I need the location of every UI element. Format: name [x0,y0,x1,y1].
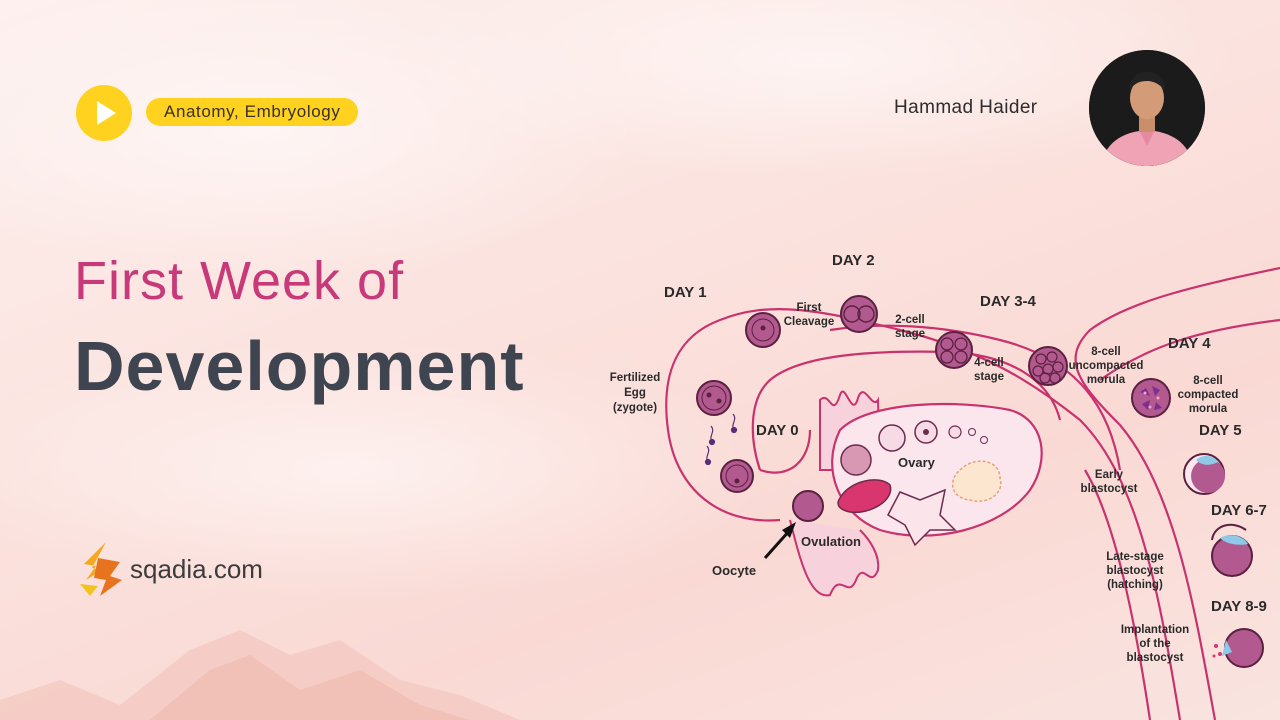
fertilized-egg-label: Egg [624,387,646,399]
day-5-label: DAY 5 [1199,422,1242,439]
compacted-morula-label: morula [1189,403,1228,415]
play-icon [97,101,116,125]
implantation-label: of the [1139,638,1170,650]
first-cleavage-cell [745,312,781,348]
day-0-label: DAY 0 [756,422,799,439]
early-blastocyst-label: blastocyst [1081,483,1138,495]
fimbriae-lower [789,519,880,597]
day-8-9-label: DAY 8-9 [1211,598,1267,615]
follicle-nucleus [923,429,929,435]
first-cleavage-label: First [797,302,822,314]
late-blastocyst-label: Late-stage [1106,551,1164,563]
brand-logo-link[interactable]: sqadia.com [76,540,263,598]
four-cell-label: stage [974,371,1004,383]
background-mountains [0,630,520,720]
late-blastocyst-label: (hatching) [1107,579,1163,591]
person-icon [1089,50,1205,166]
page-title-line-1: First Week of [74,251,405,311]
oocyte-label: Oocyte [712,563,756,578]
two-cell-stage [840,295,878,333]
play-button[interactable] [76,85,132,141]
oocyte-arrow-head [782,522,796,538]
early-blastocyst-label: Early [1095,469,1124,481]
corpus-albicans [887,488,957,547]
uncompacted-morula-label: uncompacted [1069,360,1144,372]
sqadia-logo-icon [80,542,122,596]
first-cleavage-label: Cleavage [784,316,835,328]
compacted-morula [1131,378,1171,418]
oocyte-arrow [763,529,792,559]
follicle-ruptured [951,460,1002,502]
implantation-label: Implantation [1121,624,1189,636]
oocyte-cell [792,490,824,522]
zygote-day-0 [720,459,754,493]
uncompacted-morula [1028,346,1068,386]
day-6-7-label: DAY 6-7 [1211,502,1267,519]
author-avatar [1089,50,1205,166]
implantation-label: blastocyst [1127,652,1184,664]
corpus-luteum [837,479,892,514]
embryo-development-diagram: DAY 1 DAY 2 DAY 3-4 DAY 4 DAY 5 DAY 6-7 … [610,252,1280,720]
ovulation-label: Ovulation [801,534,861,549]
page-title-line-2: Development [74,327,525,405]
late-blastocyst-label: blastocyst [1107,565,1164,577]
day-4-label: DAY 4 [1168,335,1211,352]
four-cell-label: 4-cell [974,357,1003,369]
implanted-blastocyst [1212,628,1264,668]
author-name: Hammad Haider [894,97,1038,118]
fertilized-egg-label: Fertilized [610,372,660,384]
compacted-morula-label: 8-cell [1193,375,1222,387]
brand-name: sqadia.com [130,553,263,584]
two-cell-label: stage [895,328,925,340]
day-3-4-label: DAY 3-4 [980,293,1037,310]
early-blastocyst [1183,453,1225,495]
follicle [948,425,962,439]
four-cell-stage [935,331,973,369]
fertilized-egg-cell [696,380,732,416]
compacted-morula-label: compacted [1178,389,1239,401]
day-2-label: DAY 2 [832,252,875,269]
follicle [878,424,906,452]
follicle [980,436,988,444]
late-stage-blastocyst [1211,523,1253,577]
uncompacted-morula-label: 8-cell [1091,346,1120,358]
day-1-label: DAY 1 [664,284,707,301]
follicle [968,428,976,436]
uncompacted-morula-label: morula [1087,374,1126,386]
follicle [840,444,872,476]
sperm-cells [704,413,738,466]
ovary-label: Ovary [898,455,936,470]
fertilized-egg-label: (zygote) [613,402,657,414]
category-tag: Anatomy, Embryology [146,98,359,126]
two-cell-label: 2-cell [895,314,924,326]
